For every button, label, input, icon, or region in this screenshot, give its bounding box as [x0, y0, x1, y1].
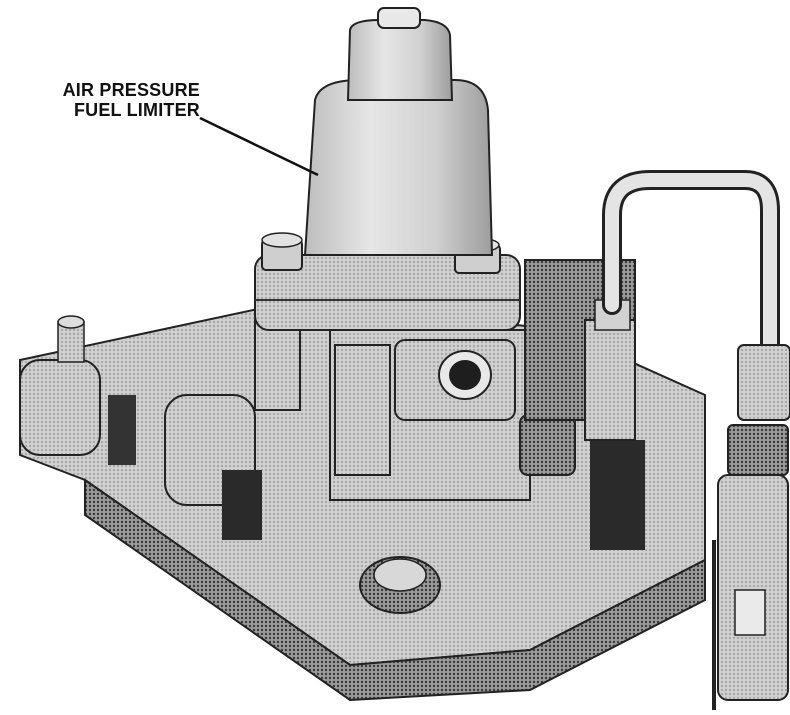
fuel-line-tube	[602, 170, 790, 710]
limiter-dome	[303, 7, 494, 256]
callout-line-1: AIR PRESSURE	[62, 80, 200, 100]
callout-label: AIR PRESSURE FUEL LIMITER	[10, 80, 200, 120]
callout-line-2: FUEL LIMITER	[73, 100, 200, 120]
limiter-housing	[254, 319, 576, 501]
callout-leader-line	[199, 116, 319, 177]
